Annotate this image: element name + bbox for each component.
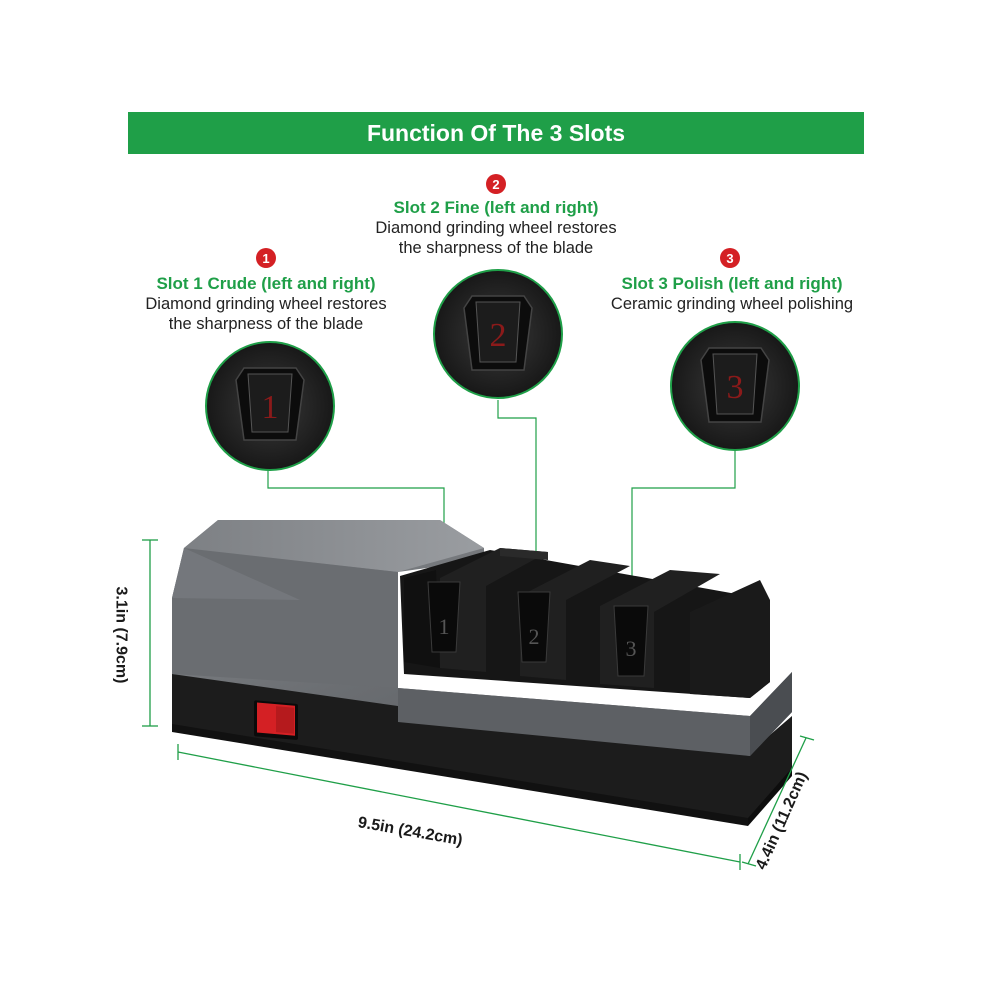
power-switch [254, 700, 298, 740]
callout-line-3 [631, 450, 736, 620]
slot-1-zoom-circle [205, 341, 335, 471]
slot-1-desc-line1: Diamond grinding wheel restores [145, 295, 387, 313]
slot-3-caption: Slot 3 Polish (left and right) Ceramic g… [562, 274, 902, 314]
title-banner: Function Of The 3 Slots [128, 112, 864, 154]
height-dimension-label: 3.1in (7.9cm) [112, 586, 130, 684]
slot-3-number-badge: 3 [720, 248, 740, 268]
slot-3-digit: 3 [626, 636, 637, 661]
callout-line-2 [497, 400, 537, 602]
slot-2-digit: 2 [529, 624, 540, 649]
banner-title: Function Of The 3 Slots [366, 119, 626, 146]
slot-2-zoom-circle [433, 269, 563, 399]
dimension-lines [142, 539, 815, 870]
slot-2-zoom-digit: 2 [490, 317, 507, 354]
slot-1-digit: 1 [439, 614, 450, 639]
slot-1-zoom-digit: 1 [262, 389, 279, 426]
slot-2-desc-line2: the sharpness of the blade [398, 239, 594, 257]
slot-3-zoom-circle [670, 321, 800, 451]
slot-3-desc-line1: Ceramic grinding wheel polishing [610, 295, 854, 313]
slot-2-caption: Slot 2 Fine (left and right) Diamond gri… [326, 198, 666, 258]
slot-2-number-badge: 2 [486, 174, 506, 194]
slot-2-title: Slot 2 Fine (left and right) [393, 198, 599, 217]
slot-1-title: Slot 1 Crude (left and right) [156, 274, 376, 293]
slot-module [400, 548, 770, 698]
slot-2-desc-line1: Diamond grinding wheel restores [375, 219, 617, 237]
slot-1-desc-line2: the sharpness of the blade [168, 315, 364, 333]
slot-3-title: Slot 3 Polish (left and right) [621, 274, 843, 293]
sharpener-base [172, 668, 792, 822]
slot-1-number-badge: 1 [256, 248, 276, 268]
slot-3-zoom-digit: 3 [727, 369, 744, 406]
slot-1-caption: Slot 1 Crude (left and right) Diamond gr… [96, 274, 436, 334]
